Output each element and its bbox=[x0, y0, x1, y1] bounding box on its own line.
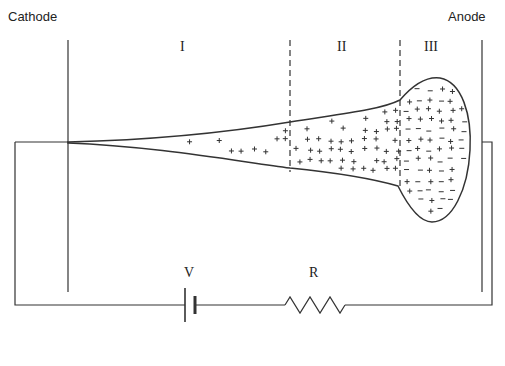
region-label: II bbox=[337, 40, 346, 54]
electrode-label: Anode bbox=[448, 10, 486, 23]
electrode-label: Cathode bbox=[8, 10, 57, 23]
region-divider bbox=[289, 40, 290, 172]
anode-plate bbox=[481, 40, 482, 292]
region-label: III bbox=[424, 40, 438, 54]
component-label: V bbox=[184, 266, 194, 280]
cathode-plate bbox=[67, 40, 68, 292]
wire bbox=[15, 142, 185, 305]
streamer-outline bbox=[68, 78, 470, 222]
region-label: I bbox=[180, 40, 185, 54]
charge-signs bbox=[187, 86, 467, 213]
battery-plate bbox=[184, 288, 186, 322]
component-label: R bbox=[309, 266, 318, 280]
resistor-symbol bbox=[285, 297, 345, 313]
wire bbox=[15, 141, 68, 142]
wire bbox=[195, 304, 285, 305]
region-divider bbox=[399, 40, 400, 186]
wire bbox=[345, 142, 492, 305]
battery-plate bbox=[194, 296, 197, 314]
